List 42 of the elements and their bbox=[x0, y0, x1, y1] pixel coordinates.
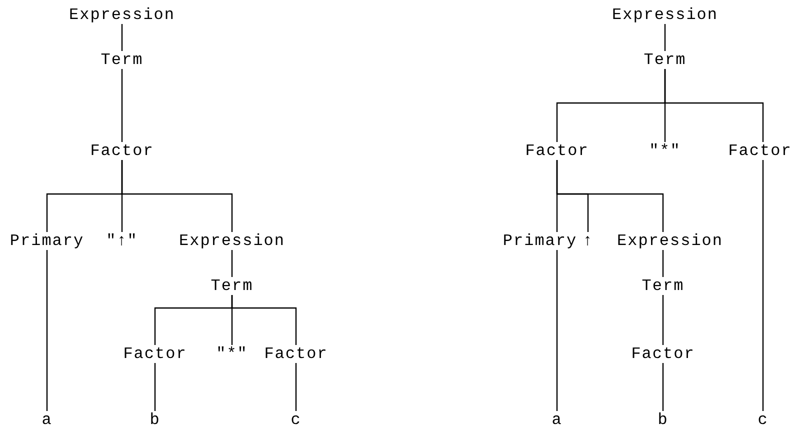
tree-node-label: b bbox=[656, 411, 670, 429]
tree-branch-line bbox=[762, 160, 764, 411]
tree-node-label: Factor bbox=[630, 345, 696, 363]
tree-node-label: Factor bbox=[524, 142, 590, 160]
tree-node-label: a bbox=[550, 411, 564, 429]
tree-branch-line bbox=[46, 250, 48, 411]
tree-node-label: Expression bbox=[178, 232, 286, 250]
tree-node-label: Factor bbox=[263, 345, 329, 363]
tree-node-label: Term bbox=[640, 277, 686, 295]
tree-branch-line bbox=[121, 24, 123, 51]
tree-branch-line bbox=[231, 250, 233, 277]
tree-branch-line bbox=[295, 363, 297, 411]
tree-branch-line bbox=[662, 250, 664, 277]
tree-node-label: c bbox=[290, 411, 302, 429]
tree-node-label: Primary bbox=[502, 232, 578, 250]
tree-node-label: b bbox=[148, 411, 162, 429]
tree-branch-line bbox=[664, 24, 666, 51]
tree-node-label: a bbox=[40, 411, 54, 429]
tree-node-label: c bbox=[756, 411, 770, 429]
tree-node-label: Expression bbox=[611, 6, 719, 24]
tree-branch-line bbox=[121, 69, 123, 142]
tree-node-label: Term bbox=[642, 51, 688, 69]
tree-branch-line bbox=[662, 295, 664, 345]
tree-branch-line bbox=[556, 160, 664, 232]
tree-branch-line bbox=[664, 69, 764, 142]
tree-branch-line bbox=[154, 363, 156, 411]
tree-node-label: Term bbox=[100, 51, 144, 69]
tree-node-label: "↑" bbox=[105, 232, 139, 250]
tree-branch-line bbox=[231, 295, 297, 345]
tree-branch-line bbox=[121, 160, 233, 232]
tree-node-label: Factor bbox=[122, 345, 188, 363]
tree-node-label: Expression bbox=[616, 232, 724, 250]
tree-node-label: Factor bbox=[89, 142, 155, 160]
tree-node-label: Term bbox=[210, 277, 254, 295]
tree-branch-line bbox=[556, 250, 558, 411]
tree-node-label: "*" bbox=[215, 345, 249, 363]
tree-node-label: Expression bbox=[68, 6, 176, 24]
tree-node-label: ↑ bbox=[582, 232, 594, 250]
tree-branch-line bbox=[662, 363, 664, 411]
tree-node-label: Factor bbox=[727, 142, 793, 160]
tree-node-label: Primary bbox=[8, 232, 86, 250]
tree-node-label: "*" bbox=[648, 142, 682, 160]
